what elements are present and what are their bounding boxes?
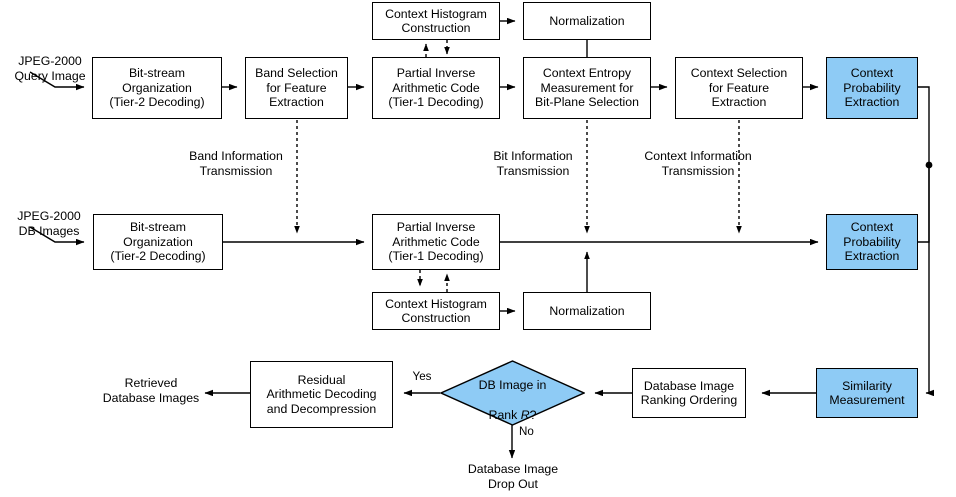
transmission-label-context: Context Information Transmission [644, 149, 752, 178]
box-context-entropy-measurement-query[interactable]: Context Entropy Measurement for Bit-Plan… [523, 57, 651, 119]
decision-text: DB Image in Rank R? [440, 360, 585, 426]
box-similarity-measurement[interactable]: Similarity Measurement [816, 368, 918, 418]
transmission-label-band: Band Information Transmission [189, 149, 283, 178]
decision-rank-variable: R [520, 407, 530, 422]
input-label-query: JPEG-2000 Query Image [14, 54, 86, 83]
box-residual-arithmetic-decoding[interactable]: Residual Arithmetic Decoding and Decompr… [250, 361, 393, 428]
decision-line2-suffix: ? [529, 407, 537, 422]
output-label-retrieved: Retrieved Database Images [102, 376, 200, 405]
box-bitstream-organization-db[interactable]: Bit-stream Organization (Tier-2 Decoding… [93, 214, 223, 270]
box-context-histogram-construction-top[interactable]: Context Histogram Construction [372, 2, 500, 40]
box-normalization-db[interactable]: Normalization [523, 292, 651, 330]
box-partial-inverse-arithmetic-db[interactable]: Partial Inverse Arithmetic Code (Tier-1 … [372, 214, 500, 270]
box-bitstream-organization-query[interactable]: Bit-stream Organization (Tier-2 Decoding… [92, 57, 222, 119]
box-partial-inverse-arithmetic-query[interactable]: Partial Inverse Arithmetic Code (Tier-1 … [372, 57, 500, 119]
box-context-probability-extraction-db[interactable]: Context Probability Extraction [826, 214, 918, 270]
box-database-image-ranking[interactable]: Database Image Ranking Ordering [632, 368, 746, 418]
output-label-dropout: Database Image Drop Out [467, 462, 559, 491]
box-context-histogram-construction-db[interactable]: Context Histogram Construction [372, 292, 500, 330]
decision-line2-prefix: Rank [488, 407, 521, 422]
decision-line1: DB Image in [478, 378, 547, 393]
box-normalization-top[interactable]: Normalization [523, 2, 651, 40]
input-label-db: JPEG-2000 DB Images [17, 209, 81, 238]
decision-no-label: No [519, 425, 534, 438]
decision-db-image-in-rank[interactable]: DB Image in Rank R? [439, 360, 586, 426]
box-context-selection-query[interactable]: Context Selection for Feature Extraction [675, 57, 803, 119]
diamond-shape [439, 360, 586, 426]
box-context-probability-extraction-query[interactable]: Context Probability Extraction [826, 57, 918, 119]
decision-yes-label: Yes [412, 370, 432, 383]
box-band-selection-query[interactable]: Band Selection for Feature Extraction [245, 57, 348, 119]
transmission-label-bit: Bit Information Transmission [493, 149, 573, 178]
